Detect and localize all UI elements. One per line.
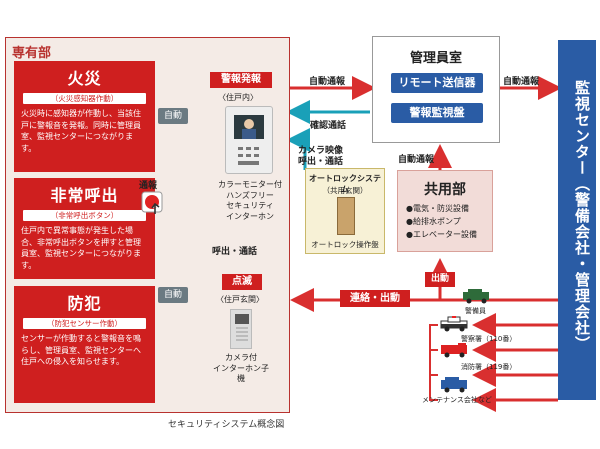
kanri-title: 管理員室 [409,51,462,66]
common-area-item-3: ●エレベーター設備 [406,230,477,239]
emergency-desc: 住戸内で異常事態が発生した場合、非常呼出ボタンを押すと管理員室、監視センターにつ… [21,226,141,270]
autolock-panel-icon [337,197,355,235]
autolock-title: オートロックシステム [309,174,381,194]
guard-car-icon [462,288,492,304]
vehicle-label-fire: 消防署（119番） [461,363,517,371]
unit-inside-label: 〈住戸内〉 [218,93,258,102]
confirm-talk-label: 確認通話 [310,121,347,131]
autolock-box: オートロックシステム （共用玄関） オートロック操作盤 [305,168,385,254]
alarm-badge: 警報発報 [210,72,272,88]
common-area-item-1: ●電気・防災設備 [406,204,469,213]
emergency-box: 非常呼出 （非常呼出ボタン） 住戸内で異常事態が発生した場合、非常呼出ボタンを押… [14,178,155,279]
fire-box: 火災 （火災感知器作動） 火災時に感知器が作動し、当該住戸に警報音を発報。同時に… [14,61,155,172]
call-talk-label: 呼出・通話 [212,247,258,257]
common-area-title: 共用部 [424,182,466,198]
autolock-panel-label: オートロック操作盤 [311,240,379,249]
alarm-panel: 警報監視盤 [391,103,483,123]
zone-title: 専有部 [12,46,52,61]
auto-report-label-3: 自動通報 [398,155,435,165]
kanri-room-box: 管理員室 リモート送信器 警報監視盤 [372,36,500,143]
tsuho-label: 通報 [139,181,158,191]
auto-report-label-2: 自動通報 [503,77,540,87]
fire-desc: 火災時に感知器が作動し、当該住戸に警報音を発報。同時に管理員室、監視センターにつ… [21,109,141,153]
vehicle-label-police: 警察署（110番） [461,335,517,343]
common-area-item-2: ●給排水ポンプ [406,217,461,226]
vehicle-label-guard: 警備員 [465,307,486,315]
monitoring-center [558,40,596,400]
auto-badge-top: 自動 [158,108,188,124]
remote-transmitter: リモート送信器 [391,73,483,93]
fire-truck-icon [440,342,470,358]
auto-report-label-1: 自動通報 [309,77,346,87]
police-car-icon [440,316,470,332]
crime-desc: センサーが作動すると警報音を鳴らし、管理員室、監視センターへ住戸への侵入を知らせ… [21,334,141,366]
emergency-button-icon [140,190,166,216]
emergency-title: 非常呼出 [50,186,119,205]
intercom-device [225,106,273,174]
fire-sub: （火災感知器作動） [23,93,146,104]
monitoring-center-label: 監視センター（警備会社・管理会社） [573,80,591,352]
common-area-box: 共用部 ●電気・防災設備 ●給排水ポンプ ●エレベーター設備 [397,170,493,252]
crime-title: 防犯 [67,294,102,313]
intercom-keypad-icon [236,145,262,169]
fire-title: 火災 [67,69,102,88]
intercom-label: カラーモニター付 ハンズフリー セキュリティ インターホン [218,180,282,221]
door-phone-label: カメラ付 インターホン子機 [213,353,269,383]
common-entrance-label: （共用玄関） [322,186,368,195]
emergency-sub: （非常呼出ボタン） [23,210,146,221]
maintenance-car-icon [440,377,470,393]
diagram-caption: セキュリティシステム概念図 [168,420,285,430]
contact-dispatch-badge: 連絡・出動 [340,290,410,307]
auto-badge-bottom: 自動 [158,287,188,303]
intercom-screen-icon [234,115,264,139]
crime-sub: （防犯センサー作動） [23,318,146,329]
door-phone-device [230,309,252,349]
flash-badge: 点滅 [222,274,262,290]
unit-entrance-label: 〈住戸玄関〉 [216,295,264,304]
camera-label: カメラ映像 呼出・通話 [298,146,344,167]
dispatch-badge: 出動 [425,272,455,287]
crime-box: 防犯 （防犯センサー作動） センサーが作動すると警報音を鳴らし、管理員室、監視セ… [14,286,155,403]
vehicle-label-maintenance: メンテナンス会社など [422,396,492,404]
